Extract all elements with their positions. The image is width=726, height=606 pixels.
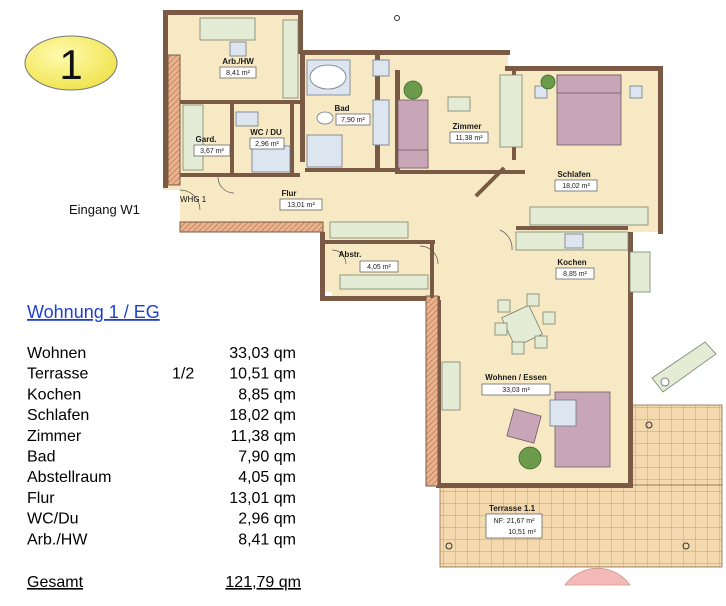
area-row-value: 10,51 qm xyxy=(229,366,296,383)
room-label-wc-du: WC / DU 2,96 m² xyxy=(249,128,285,150)
unit-badge: 1 xyxy=(24,35,118,91)
area-row-value: 2,96 qm xyxy=(238,511,296,528)
room-label-abstr: Abstr. 4,05 m² xyxy=(339,250,399,273)
area-row-value: 8,41 qm xyxy=(238,531,296,548)
room-name: Gard. xyxy=(196,135,217,144)
area-row-value: 11,38 qm xyxy=(230,428,296,445)
interior-walls xyxy=(180,70,628,298)
room-area: 8,41 m² xyxy=(226,70,250,77)
area-row-label: Arb./HW xyxy=(27,531,88,548)
room-name: Zimmer xyxy=(453,122,482,131)
room-area: 3,67 m² xyxy=(200,148,224,155)
room-label-arb-hw: Arb./HW 8,41 m² xyxy=(219,57,257,79)
area-row-label: Flur xyxy=(27,490,55,507)
area-row-value: 13,01 qm xyxy=(229,490,296,507)
room-name: Terrasse 1.1 xyxy=(489,504,536,513)
area-table: Wohnen 33,03 qm Terrasse 1/2 10,51 qm Kochen 8… xyxy=(27,345,296,548)
room-area: 8,85 m² xyxy=(563,271,587,278)
exterior-walls xyxy=(163,10,663,488)
total-value: 121,79 qm xyxy=(225,574,301,591)
area-row-label: Bad xyxy=(27,449,55,466)
room-name: Abstr. xyxy=(339,250,362,259)
room-area: 18,02 m² xyxy=(562,183,590,190)
floor-slab xyxy=(163,13,660,485)
room-area: 13,01 m² xyxy=(287,202,315,209)
area-row-label: Wohnen xyxy=(27,345,86,362)
room-name: Schlafen xyxy=(557,170,590,179)
room-area: 10,51 m² xyxy=(508,529,536,536)
area-row-value: 33,03 qm xyxy=(229,345,296,362)
room-name: Flur xyxy=(281,189,296,198)
room-label-zimmer: Zimmer 11,38 m² xyxy=(449,122,489,144)
area-row-value: 7,90 qm xyxy=(238,449,296,466)
room-label-terrasse: Terrasse 1.1 NF: 21,67 m² 10,51 m² xyxy=(485,504,543,539)
door-tag: WHG 1 xyxy=(180,195,207,204)
room-area: 2,96 m² xyxy=(255,141,279,148)
room-label-wohnen: Wohnen / Essen 33,03 m² xyxy=(481,373,551,396)
room-area: 11,38 m² xyxy=(455,135,483,142)
area-row-label: Schlafen xyxy=(27,407,89,424)
room-label-flur: Flur 13,01 m² xyxy=(279,189,323,211)
room-nf-area: NF: 21,67 m² xyxy=(494,518,536,525)
area-row-label: Kochen xyxy=(27,386,81,403)
room-label-gard: Gard. 3,67 m² xyxy=(193,135,231,157)
room-name: Kochen xyxy=(557,258,586,267)
area-row-note: 1/2 xyxy=(172,366,194,383)
room-label-bad: Bad 7,90 m² xyxy=(334,104,371,126)
room-name: Wohnen / Essen xyxy=(485,373,547,382)
area-row-value: 18,02 qm xyxy=(229,407,296,424)
room-area: 4,05 m² xyxy=(367,264,391,271)
area-row-label: WC/Du xyxy=(27,511,79,528)
area-row-label: Abstellraum xyxy=(27,469,111,486)
area-row-label: Terrasse xyxy=(27,366,88,383)
room-label-kochen: Kochen 8,85 m² xyxy=(555,258,595,280)
area-row-value: 8,85 qm xyxy=(238,386,296,403)
room-area: 7,90 m² xyxy=(341,117,365,124)
area-row-value: 4,05 qm xyxy=(238,469,296,486)
entrance-label: Eingang W1 xyxy=(69,202,140,217)
room-name: WC / DU xyxy=(250,128,282,137)
total-label: Gesamt xyxy=(27,574,84,591)
area-row-label: Zimmer xyxy=(27,428,82,445)
room-area: 33,03 m² xyxy=(502,387,530,394)
unit-title: Wohnung 1 / EG xyxy=(27,302,160,322)
room-name: Bad xyxy=(334,104,349,113)
room-label-schlafen: Schlafen 18,02 m² xyxy=(554,170,598,192)
room-name: Arb./HW xyxy=(222,57,254,66)
unit-number: 1 xyxy=(59,41,82,88)
